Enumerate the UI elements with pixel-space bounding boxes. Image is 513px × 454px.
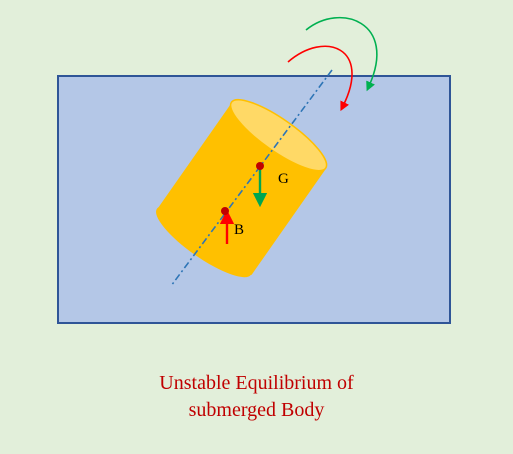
center-of-gravity-point <box>256 162 264 170</box>
caption-line-1: Unstable Equilibrium of <box>159 372 354 394</box>
cylinder-top-face <box>229 98 328 172</box>
center-of-buoyancy-point <box>221 207 229 215</box>
center-of-buoyancy-label: B <box>234 222 244 238</box>
overturning-moment-arrow-green <box>305 16 378 92</box>
caption-line-2: submerged Body <box>188 399 325 421</box>
overturning-moment-arrow-red <box>287 45 353 112</box>
center-of-gravity-label: G <box>278 171 289 187</box>
diagram-caption: Unstable Equilibrium of submerged Body <box>0 370 513 424</box>
